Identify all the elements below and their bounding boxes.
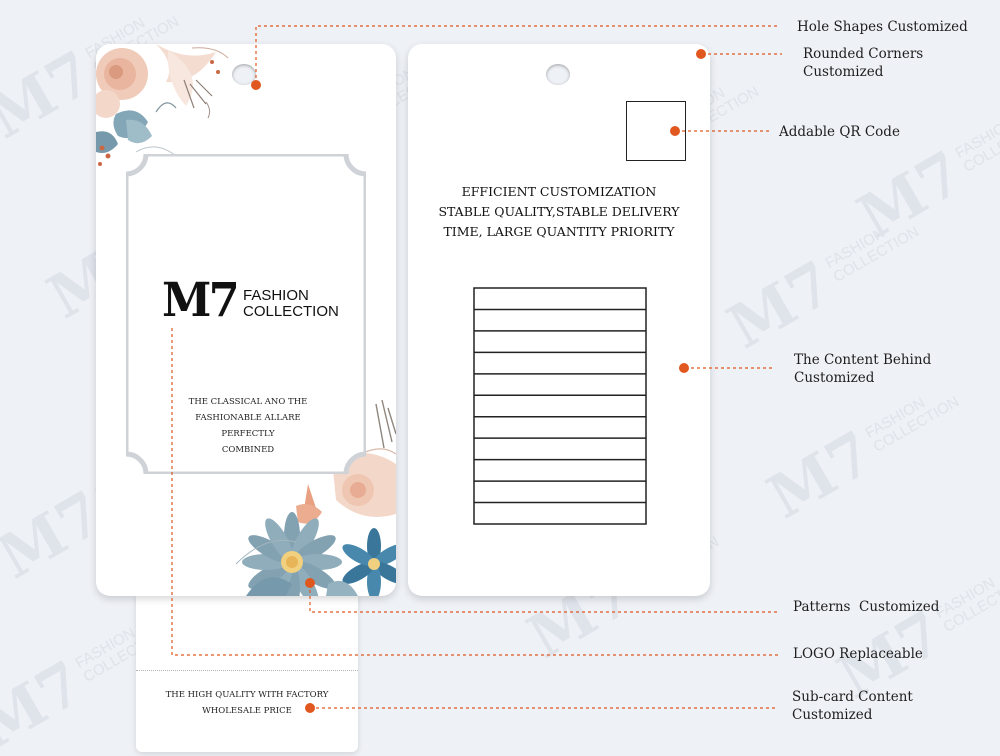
- label-qr-code: Addable QR Code: [779, 124, 900, 140]
- label-rounded-corners: Rounded Corners Customized: [803, 46, 924, 80]
- qr-code-placeholder: [626, 101, 686, 161]
- leader-hole-shapes: [255, 25, 778, 84]
- floral-top-left: [96, 44, 229, 166]
- logo-mark: M7: [162, 273, 240, 328]
- dot-content-behind: [679, 363, 689, 373]
- logo-wordmark: FASHION COLLECTION: [243, 287, 339, 320]
- dot-hole-shapes: [251, 80, 261, 90]
- label-hole-shapes: Hole Shapes Customized: [797, 19, 968, 35]
- tag-hole: [232, 64, 256, 85]
- front-tag: M7 FASHION COLLECTION THE CLASSICAL ANO …: [96, 44, 396, 596]
- leader-logo: [171, 328, 778, 656]
- front-tagline: THE CLASSICAL ANO THE FASHIONABLE ALLARE…: [188, 397, 308, 455]
- sub-card: THE HIGH QUALITY WITH FACTORY WHOLESALE …: [136, 594, 358, 752]
- dot-sub-card: [305, 703, 315, 713]
- label-patterns: Patterns Customized: [793, 599, 940, 615]
- label-frame: [126, 154, 366, 474]
- floral-bottom-right: [235, 399, 396, 596]
- sub-card-text: THE HIGH QUALITY WITH FACTORY WHOLESALE …: [165, 690, 329, 716]
- perforation-line: [136, 670, 358, 671]
- dot-qr-code: [670, 126, 680, 136]
- floral-pattern: [96, 44, 396, 596]
- table-border: [473, 287, 647, 525]
- label-sub-card: Sub-card Content Customized: [792, 689, 913, 723]
- dot-patterns: [305, 578, 315, 588]
- leader-patterns: [309, 584, 778, 613]
- label-content-behind: The Content Behind Customized: [794, 352, 932, 386]
- content-lines-table: [473, 287, 647, 525]
- tag-hole: [546, 64, 570, 85]
- back-tag: EFFICIENT CUSTOMIZATION STABLE QUALITY,S…: [408, 44, 710, 596]
- label-logo: LOGO Replaceable: [793, 646, 923, 662]
- dot-rounded-corners: [696, 49, 706, 59]
- back-tag-text: EFFICIENT CUSTOMIZATION STABLE QUALITY,S…: [438, 184, 680, 239]
